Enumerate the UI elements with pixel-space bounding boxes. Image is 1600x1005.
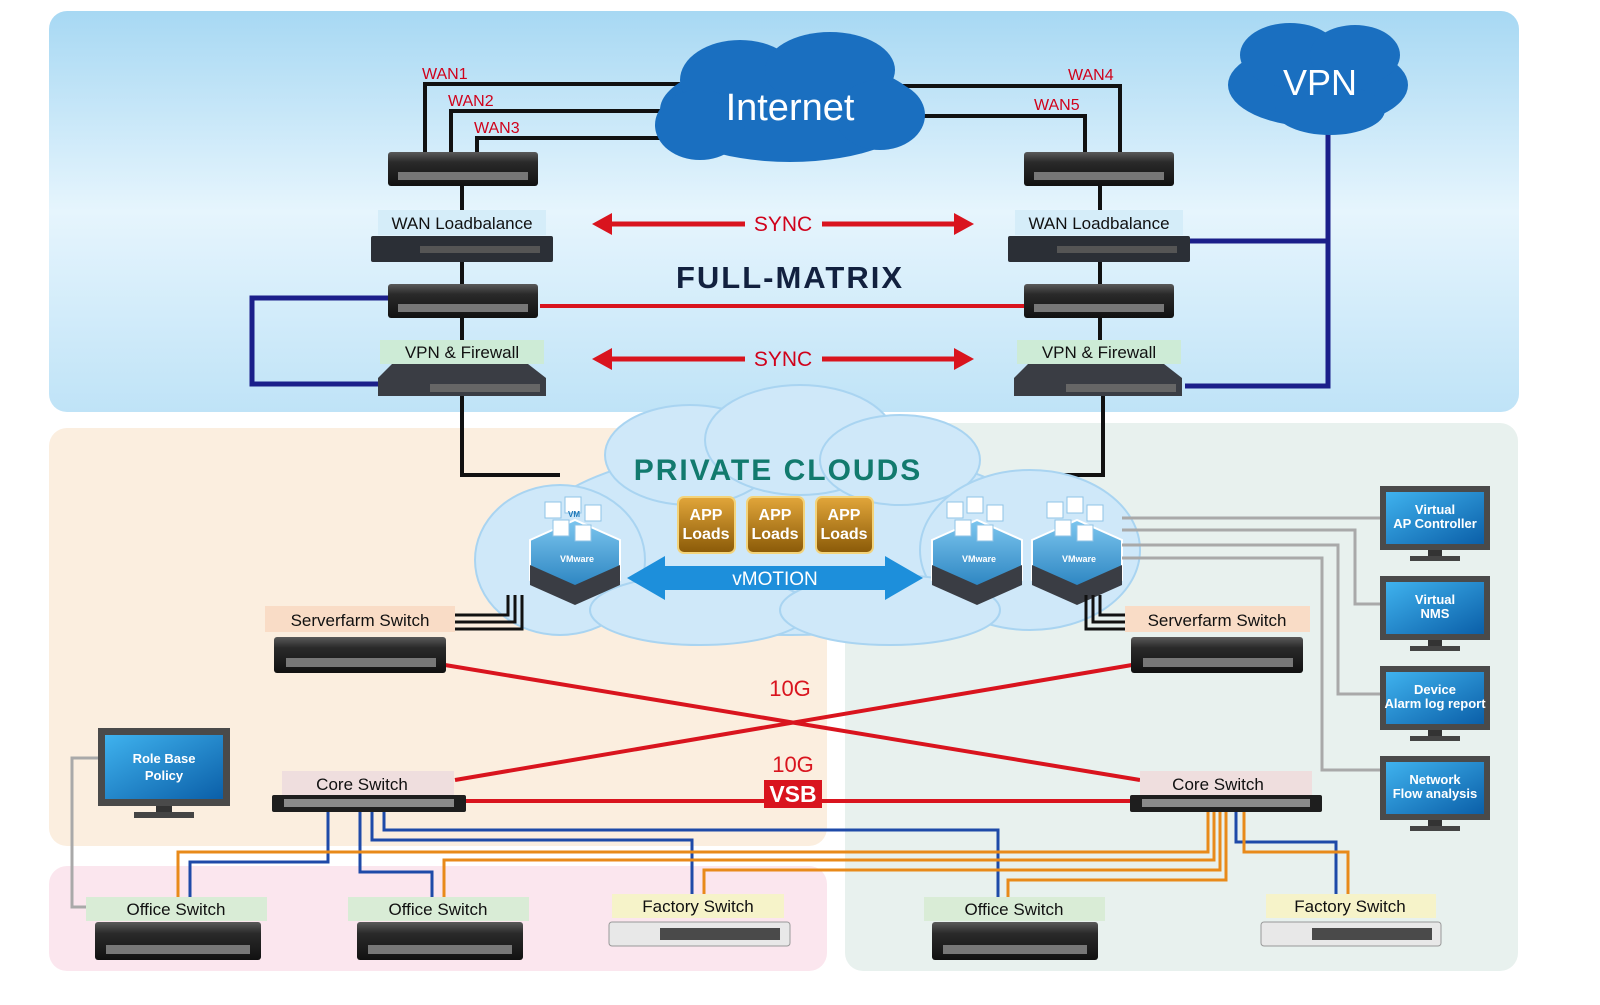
private-clouds-title: PRIVATE CLOUDS — [634, 454, 923, 487]
monitor-alarm-log — [1380, 666, 1490, 741]
serverfarm-left-label: Serverfarm Switch — [291, 611, 430, 630]
wan-loadbalance-left-label: WAN Loadbalance — [391, 214, 532, 233]
wan-links — [423, 82, 1122, 477]
label-10g-bottom: 10G — [772, 752, 814, 777]
firewall-device-left — [378, 364, 546, 396]
app-box-3-line1: APP — [828, 507, 861, 524]
serverfarm-switch-left — [274, 637, 446, 673]
vmotion-label: vMOTION — [732, 569, 818, 590]
monitor-ap-controller-line1: Virtual — [1415, 502, 1455, 517]
access-links-orange — [176, 812, 1350, 897]
management-links — [70, 516, 1382, 909]
factory-switch-1 — [608, 921, 791, 947]
monitor-nms-line2: NMS — [1421, 606, 1450, 621]
vmware-tag-left: VMware — [560, 554, 594, 564]
monitor-role-policy — [98, 728, 230, 818]
app-box-3 — [815, 496, 874, 554]
sync-arrow-bottom — [592, 348, 974, 370]
monitor-nms — [1380, 576, 1490, 651]
vmware-tag-right-1: VMware — [962, 554, 996, 564]
wan3-label: WAN3 — [474, 120, 520, 137]
vpn-links — [249, 130, 1331, 389]
monitor-flow-analysis — [1380, 756, 1490, 831]
factory-switch-1-label: Factory Switch — [642, 897, 753, 916]
sync-top-label: SYNC — [754, 213, 812, 236]
serverfarm-switch-right — [1131, 637, 1303, 673]
full-matrix-title: FULL-MATRIX — [676, 260, 904, 295]
wan4-label: WAN4 — [1068, 67, 1114, 84]
vpn-firewall-left-label: VPN & Firewall — [405, 343, 519, 362]
vm-tag-left: VM — [568, 510, 580, 519]
vpn-cloud — [1228, 23, 1408, 135]
vsb-label: VSB — [769, 781, 816, 807]
internet-cloud — [655, 32, 925, 162]
sync-arrow-top — [592, 213, 974, 235]
lb-device-left — [371, 236, 553, 262]
firewall-device-right — [1014, 364, 1182, 396]
core-right-label: Core Switch — [1172, 775, 1264, 794]
serverfarm-right-label: Serverfarm Switch — [1148, 611, 1287, 630]
monitor-ap-controller-line2: AP Controller — [1393, 516, 1477, 531]
wan2-label: WAN2 — [448, 93, 494, 110]
office-switch-2 — [357, 922, 523, 960]
access-links-blue — [188, 812, 1338, 897]
label-10g-top: 10G — [769, 676, 811, 701]
monitor-flow-analysis-line1: Network — [1409, 772, 1461, 787]
vmware-host-left — [529, 496, 621, 605]
mid-switch-left — [388, 284, 538, 318]
vsb-badge — [764, 780, 822, 808]
mid-switch-right — [1024, 284, 1174, 318]
vmware-host-right-1 — [931, 496, 1023, 605]
role-policy-line1: Role Base — [133, 751, 196, 766]
office-switch-3 — [932, 922, 1098, 960]
wan-switch-left — [388, 152, 538, 186]
app-box-2-line2: Loads — [751, 526, 798, 543]
monitor-nms-line1: Virtual — [1415, 592, 1455, 607]
office-switch-1-label: Office Switch — [127, 900, 226, 919]
vmotion-arrow — [627, 556, 923, 600]
lb-device-right — [1008, 236, 1190, 262]
app-box-2 — [746, 496, 805, 554]
core-left-label: Core Switch — [316, 775, 408, 794]
sync-bottom-label: SYNC — [754, 348, 812, 371]
vmware-tag-right-2: VMware — [1062, 554, 1096, 564]
core-switch-right — [1130, 795, 1322, 812]
monitor-flow-analysis-line2: Flow analysis — [1393, 786, 1478, 801]
app-box-2-line1: APP — [759, 507, 792, 524]
office-switch-3-label: Office Switch — [965, 900, 1064, 919]
vpn-label: VPN — [1283, 62, 1357, 103]
factory-switch-2-label: Factory Switch — [1294, 897, 1405, 916]
vpn-firewall-right-label: VPN & Firewall — [1042, 343, 1156, 362]
wan5-label: WAN5 — [1034, 97, 1080, 114]
monitor-ap-controller — [1380, 486, 1490, 561]
role-policy-line2: Policy — [145, 768, 184, 783]
app-box-1-line1: APP — [690, 507, 723, 524]
wan1-label: WAN1 — [422, 66, 468, 83]
wan-loadbalance-right-label: WAN Loadbalance — [1028, 214, 1169, 233]
monitor-alarm-log-line1: Device — [1414, 682, 1456, 697]
app-box-1-line2: Loads — [682, 526, 729, 543]
factory-switch-2 — [1260, 921, 1442, 947]
core-switch-left — [272, 795, 466, 812]
internet-label: Internet — [726, 87, 855, 129]
app-box-3-line2: Loads — [820, 526, 867, 543]
serverfarm-uplinks — [455, 595, 1125, 631]
wan-switch-right — [1024, 152, 1174, 186]
monitor-alarm-log-line2: Alarm log report — [1384, 696, 1486, 711]
app-box-1 — [677, 496, 736, 554]
office-switch-2-label: Office Switch — [389, 900, 488, 919]
office-switch-1 — [95, 922, 261, 960]
